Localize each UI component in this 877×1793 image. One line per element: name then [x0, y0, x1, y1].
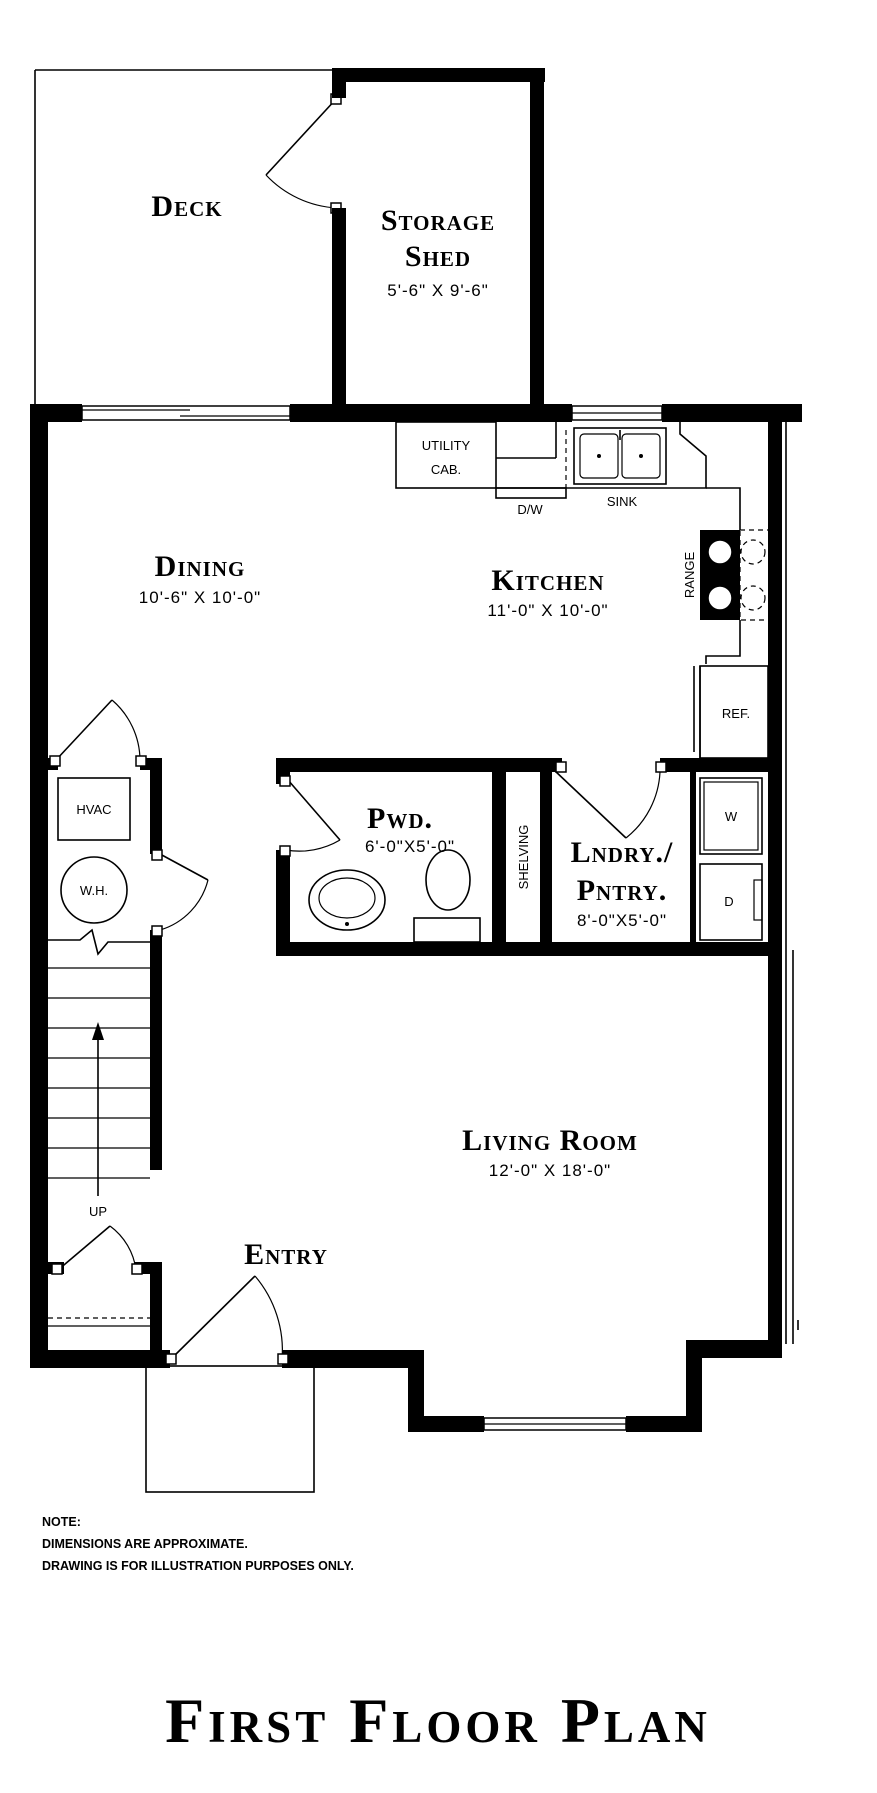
kitchen-dims: 11'-0" X 10'-0": [487, 601, 608, 620]
ref-label: REF.: [722, 706, 750, 721]
utility-cab-label-2: CAB.: [431, 462, 461, 477]
laundry-dims: 8'-0"X5'-0": [577, 911, 667, 930]
powder-label: Pwd.: [367, 802, 433, 835]
sink-label: SINK: [607, 494, 638, 509]
dining-dims: 10'-6" X 10'-0": [139, 588, 261, 607]
washer: [699, 777, 763, 855]
deck-area: [34, 69, 342, 408]
up-arrow-icon: [92, 1022, 104, 1040]
dryer-label: D: [724, 894, 733, 909]
utility-cab-label: UTILITY: [422, 438, 471, 453]
wh-label: W.H.: [80, 883, 108, 898]
hvac-unit: [57, 777, 131, 841]
storage-shed-walls: [332, 68, 545, 408]
entry-label: Entry: [244, 1238, 328, 1271]
utility-closet: [44, 699, 209, 956]
lavatory-sink: [308, 869, 386, 931]
kitchen-label: Kitchen: [491, 564, 604, 597]
washer-label: W: [725, 809, 738, 824]
fixture-labels: UTILITY CAB. D/W SINK RANGE REF. HVAC W.…: [76, 438, 750, 1219]
hvac-label: HVAC: [76, 802, 111, 817]
plan-title: First Floor Plan: [165, 1685, 711, 1756]
dining-label: Dining: [155, 550, 246, 583]
dw-label: D/W: [517, 502, 543, 517]
notes: NOTE: DIMENSIONS ARE APPROXIMATE. DRAWIN…: [42, 1515, 354, 1573]
note-line-2: DRAWING IS FOR ILLUSTRATION PURPOSES ONL…: [42, 1559, 354, 1573]
entry-stoop: [145, 1275, 315, 1493]
laundry-label-2: Pntry.: [577, 874, 668, 907]
kitchen-sink: [573, 427, 667, 485]
powder-dims: 6'-0"X5'-0": [365, 837, 455, 856]
shelving-label: SHELVING: [516, 825, 531, 890]
storage-shed-label-2: Shed: [405, 240, 471, 273]
note-line-1: DIMENSIONS ARE APPROXIMATE.: [42, 1537, 248, 1551]
note-heading: NOTE:: [42, 1515, 81, 1529]
stairs: [48, 967, 150, 1196]
interior-walls: [44, 758, 782, 1358]
living-room-label: Living Room: [462, 1124, 638, 1157]
up-label: UP: [89, 1204, 107, 1219]
room-labels: Deck Storage Shed 5'-6" X 9'-6" Dining 1…: [139, 190, 674, 1271]
toilet: [425, 849, 471, 911]
living-room-dims: 12'-0" X 18'-0": [489, 1161, 611, 1180]
storage-shed-dims: 5'-6" X 9'-6": [387, 281, 489, 300]
exterior-walls: [30, 404, 802, 1432]
kitchen-fixtures: [395, 421, 771, 759]
laundry-fixtures: [553, 761, 763, 941]
laundry-label: Lndry./: [571, 836, 674, 869]
range-label: RANGE: [682, 552, 697, 599]
storage-shed-label: Storage: [381, 204, 495, 237]
powder-room-fixtures: [279, 775, 481, 943]
coat-closet: [48, 1225, 150, 1327]
deck-label: Deck: [151, 190, 222, 223]
water-heater: [60, 856, 128, 924]
